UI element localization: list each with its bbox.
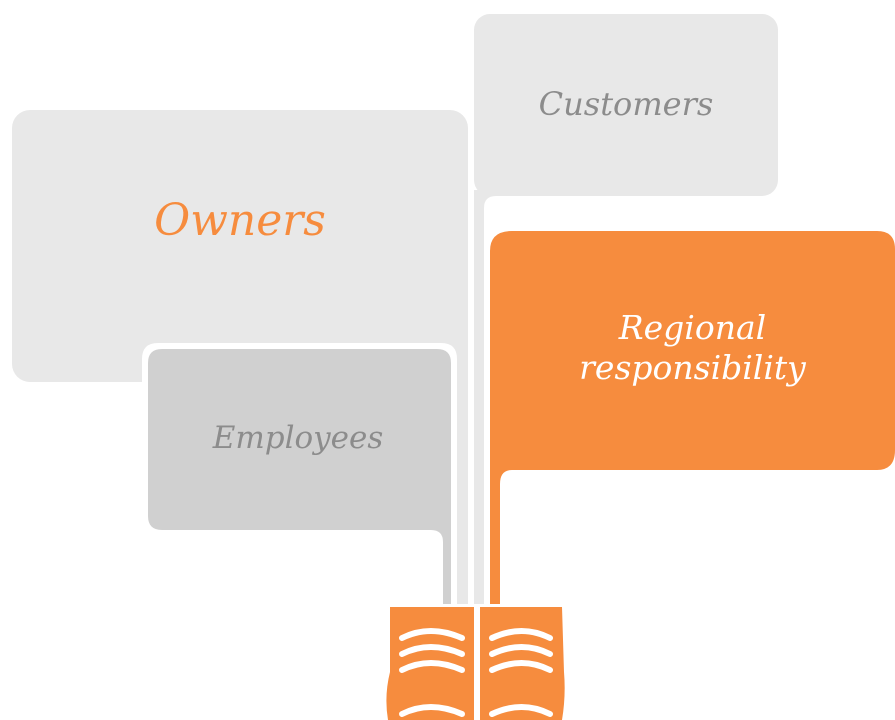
customers-box — [474, 14, 778, 196]
regional-label-line-1: Regional — [618, 308, 767, 347]
employees-flag — [142, 343, 457, 604]
owners-box — [12, 110, 468, 382]
employees-label: Employees — [212, 420, 384, 456]
owners-flag — [12, 110, 468, 604]
regional-label-line-2: responsibility — [579, 347, 806, 387]
customers-label: Customers — [538, 85, 714, 123]
employees-box — [148, 349, 451, 604]
open-book-icon — [386, 607, 565, 720]
customers-flag — [474, 14, 778, 604]
regional-label: Regional responsibility — [490, 308, 895, 387]
customers-pole — [474, 190, 500, 604]
regional-box — [490, 231, 895, 604]
owners-pole — [457, 360, 468, 604]
owners-label: Owners — [154, 195, 326, 246]
regional-flag — [490, 231, 895, 604]
